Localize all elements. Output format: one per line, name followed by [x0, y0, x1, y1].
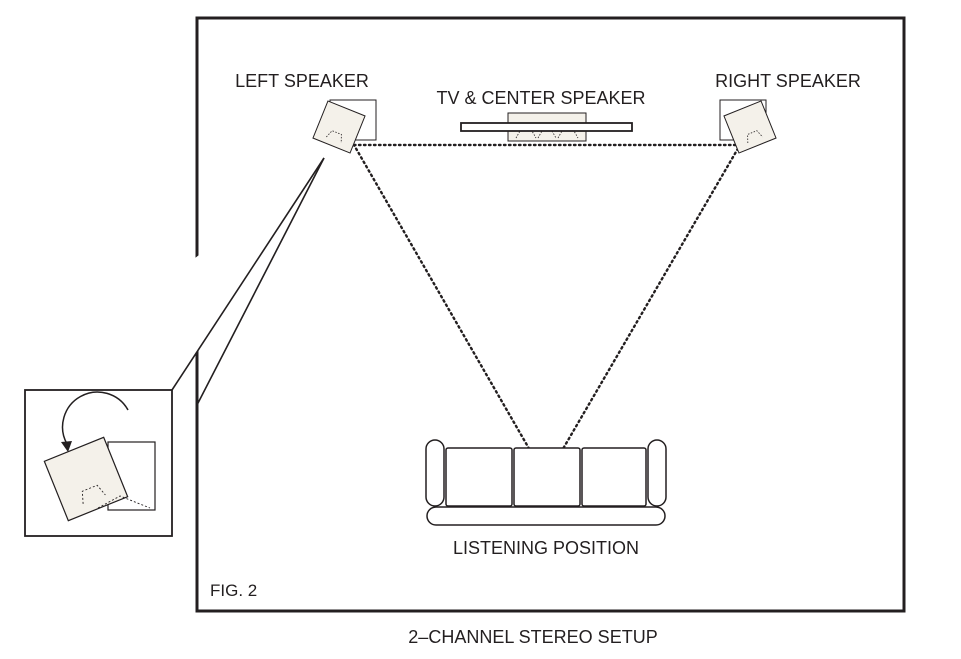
sofa-left-arm	[425, 439, 445, 507]
zoomed-speaker	[43, 391, 156, 522]
left-speaker-body	[312, 100, 366, 154]
sofa-base	[426, 506, 666, 526]
right-speaker-label: RIGHT SPEAKER	[715, 71, 861, 91]
center-speaker-label: TV & CENTER SPEAKER	[436, 88, 645, 108]
left-speaker-driver	[326, 130, 342, 143]
sofa-cushion-left	[445, 447, 513, 507]
figure-label: FIG. 2	[210, 581, 257, 600]
right-speaker	[719, 99, 777, 154]
diagram-caption: 2–CHANNEL STEREO SETUP	[408, 627, 657, 647]
rotate-arrowhead	[61, 441, 72, 452]
rotate-arrow-icon	[61, 391, 129, 445]
sofa-right-arm	[647, 439, 667, 507]
listening-position-label: LISTENING POSITION	[453, 538, 639, 558]
zoomed-speaker-driver	[81, 484, 106, 504]
right-speaker-driver	[747, 130, 763, 143]
zoomed-speaker-body	[43, 436, 129, 522]
left-speaker	[312, 99, 377, 154]
tv	[460, 122, 633, 132]
zoomed-speaker-dashed-guide	[97, 495, 151, 509]
sofa-cushion-right	[581, 447, 647, 507]
sofa-cushion-middle	[513, 447, 581, 507]
sofa	[425, 439, 667, 526]
zoom-callout-line-lower	[196, 157, 325, 406]
center-speaker-drivers	[515, 130, 579, 139]
zoom-callout-line-upper	[171, 157, 325, 391]
tv-center-speaker	[460, 112, 633, 142]
right-speaker-body	[723, 100, 777, 154]
left-speaker-label: LEFT SPEAKER	[235, 71, 369, 91]
